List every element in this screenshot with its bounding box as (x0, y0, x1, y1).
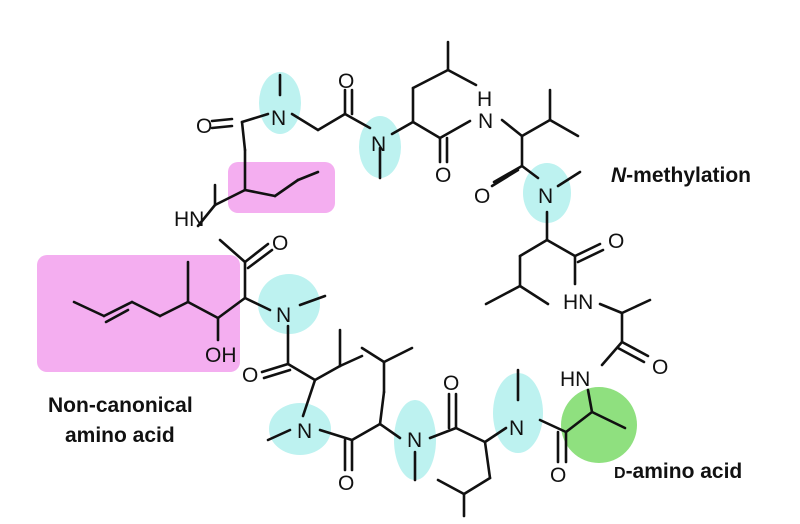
atom-n-6: N (407, 429, 422, 452)
n-methyl-highlight-6 (394, 400, 436, 480)
n-methyl-highlight-1 (259, 72, 301, 134)
atom-o-3: O (435, 164, 451, 187)
atom-o-6: O (652, 356, 668, 379)
d-amino-acid-label: D-amino acid (614, 460, 742, 483)
atom-o-7: O (550, 464, 566, 487)
atom-labels: O N O N O H N O N O HN O HN O N O N O N … (174, 70, 668, 495)
n-methyl-highlight-4 (258, 274, 320, 334)
atom-o-5: O (608, 230, 624, 253)
atom-o-8: O (443, 372, 459, 395)
atom-n-8: N (276, 304, 291, 327)
bonds (72, 40, 652, 518)
atom-n-2: N (371, 133, 386, 156)
highlights (37, 72, 637, 480)
d-amino-text: -amino acid (626, 460, 743, 483)
atom-hn-1: HN (563, 291, 593, 314)
n-methylation-label: N-methylation (611, 164, 751, 187)
noncanonical-label-line1: Non-canonical (48, 394, 193, 417)
atom-hn-3: HN (174, 208, 204, 231)
atom-n-5: N (509, 417, 524, 440)
n-methylation-n: N (611, 164, 627, 187)
atom-h-1: H (477, 88, 492, 111)
atom-n-4: N (538, 185, 553, 208)
atom-n-1: N (271, 107, 286, 130)
n-methyl-highlight-7 (493, 373, 543, 453)
atom-o-4: O (474, 185, 490, 208)
atom-o-2: O (338, 70, 354, 93)
atom-n-3: N (478, 110, 493, 133)
noncanonical-label-line2: amino acid (65, 424, 175, 447)
atom-o-11: O (272, 232, 288, 255)
n-methyl-highlight-5 (269, 403, 331, 455)
atom-o-9: O (338, 472, 354, 495)
n-methylation-text: -methylation (626, 164, 751, 187)
atom-n-7: N (297, 420, 312, 443)
n-methyl-highlight-3 (523, 163, 571, 223)
callouts: N-methylation Non-canonical amino acid D… (48, 164, 751, 483)
d-amino-acid-highlight (561, 387, 637, 463)
atom-o-1: O (196, 115, 212, 138)
atom-oh-1: OH (205, 344, 237, 367)
d-amino-prefix: D (614, 465, 626, 482)
atom-o-10: O (242, 364, 258, 387)
atom-hn-2: HN (560, 368, 590, 391)
